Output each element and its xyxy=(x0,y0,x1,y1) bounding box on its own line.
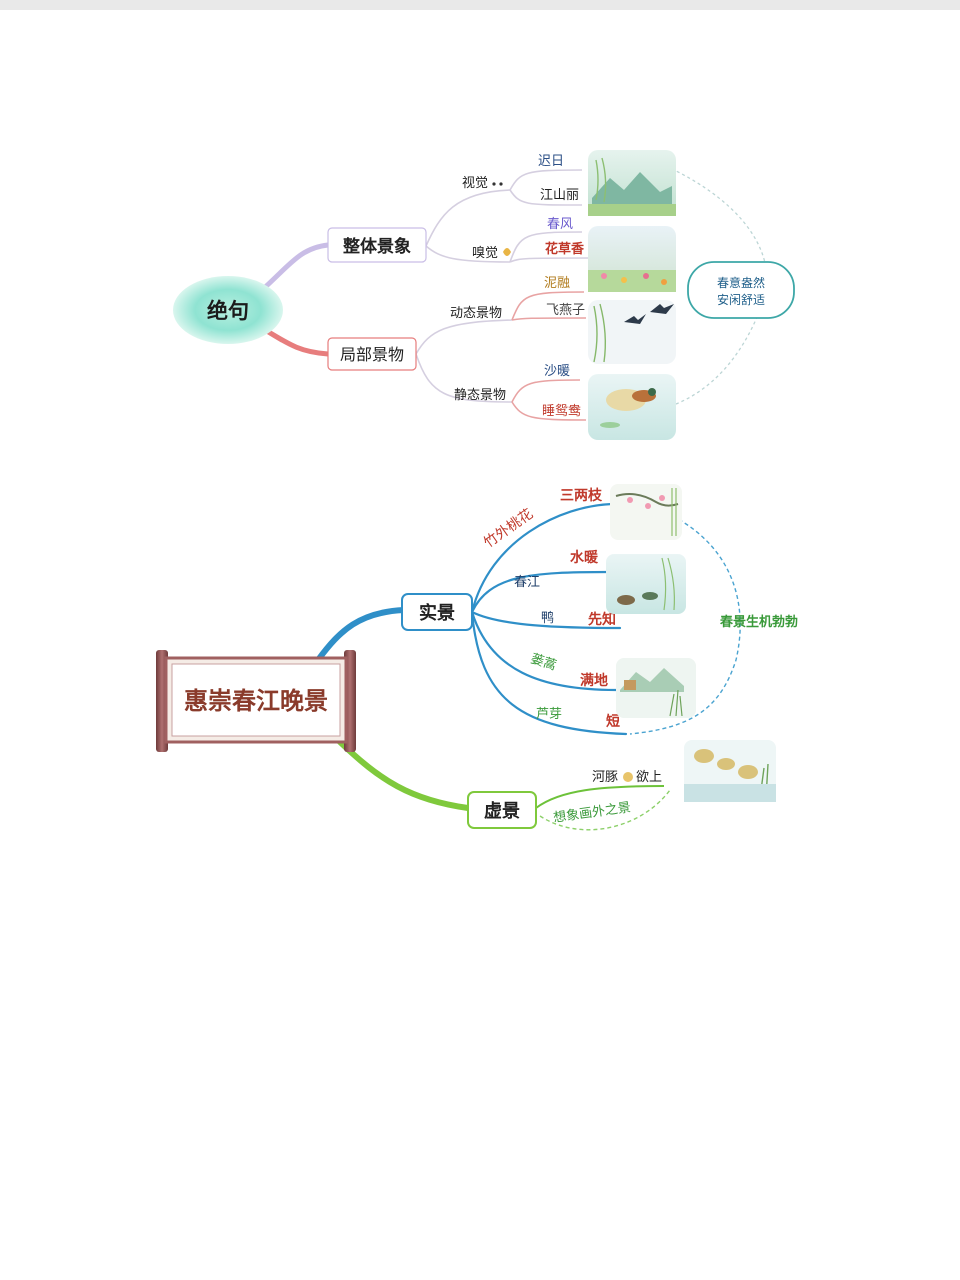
map2-zhuwai: 竹外桃花 xyxy=(481,506,536,551)
map2-virtual: 虚景 xyxy=(484,800,520,822)
map1-leaf-chiri: 迟日 xyxy=(538,154,564,169)
mandarin-ducks-image xyxy=(588,374,676,440)
riverbank-reeds-image xyxy=(616,658,696,718)
map2-summary: 春景生机勃勃 xyxy=(719,614,798,630)
map1-dynamic: 动态景物 xyxy=(450,306,502,321)
map1-summary-bubble xyxy=(687,261,795,319)
map1-summary-line2: 安闲舒适 xyxy=(717,292,765,307)
map1-leaf-nirong: 泥融 xyxy=(544,276,570,291)
map1-leaf-feiyanzi: 飞燕子 xyxy=(546,303,585,318)
top-status-bar xyxy=(0,0,960,10)
swallow-image xyxy=(588,300,676,364)
map2-real: 实景 xyxy=(419,602,455,624)
map2-louhao: 蒌蒿 xyxy=(529,652,558,674)
map2-sanliangzhi: 三两枝 xyxy=(560,487,603,504)
map2-mandi: 满地 xyxy=(580,672,608,689)
map1-static: 静态景物 xyxy=(454,388,506,403)
map1-branch-local: 局部景物 xyxy=(340,345,404,364)
map2-luya: 芦芽 xyxy=(536,707,562,722)
map2-duan: 短 xyxy=(606,713,620,730)
map2-chunjiang: 春江 xyxy=(514,575,540,590)
map1-sense-visual: 视觉 xyxy=(462,176,488,191)
map1-leaf-jiangshanli: 江山丽 xyxy=(540,188,579,203)
map1-leaf-shanuan: 沙暖 xyxy=(544,364,570,379)
map2-xianzhi: 先知 xyxy=(588,611,616,628)
pufferfish-icon xyxy=(623,772,633,782)
map1-leaf-huacaoxiang: 花草香 xyxy=(545,241,585,257)
peach-blossom-bamboo-image xyxy=(610,484,682,540)
map1-summary-line1: 春意盎然 xyxy=(717,275,765,290)
map2-shuinuan: 水暖 xyxy=(570,549,599,566)
map1-leaf-chunfeng: 春风 xyxy=(547,217,573,232)
map2-yushang: 欲上 xyxy=(636,769,662,785)
map1-branch-whole: 整体景象 xyxy=(343,236,411,257)
nose-icon xyxy=(503,248,511,256)
map2-hetun: 河豚 xyxy=(592,770,618,785)
map2-ya: 鸭 xyxy=(541,611,554,626)
map2-root-title: 惠崇春江晚景 xyxy=(184,687,328,715)
map2: 惠崇春江晚景 实景 虚景 竹外桃花 三两枝 春江 水暖 鸭 先知 蒌蒿 满地 芦… xyxy=(156,484,798,831)
map1-root-title: 绝句 xyxy=(207,299,249,323)
eyes-icon xyxy=(492,182,496,186)
landscape-image xyxy=(588,150,676,216)
map1-leaf-shuiyuanyang: 睡鸳鸯 xyxy=(542,404,581,419)
map1: 绝句 整体景象 局部景物 视觉 嗅觉 动态景物 静态景物 迟日 江山丽 春风 花… xyxy=(173,150,795,440)
map1-root-blob xyxy=(173,276,283,344)
spring-garden-image xyxy=(588,226,676,292)
map2-imagine: 想象画外之景 xyxy=(552,799,631,826)
map1-sense-smell: 嗅觉 xyxy=(472,246,498,261)
ducks-river-image xyxy=(606,554,686,614)
map2-root-scroll xyxy=(156,650,356,752)
pufferfish-image xyxy=(684,740,776,802)
